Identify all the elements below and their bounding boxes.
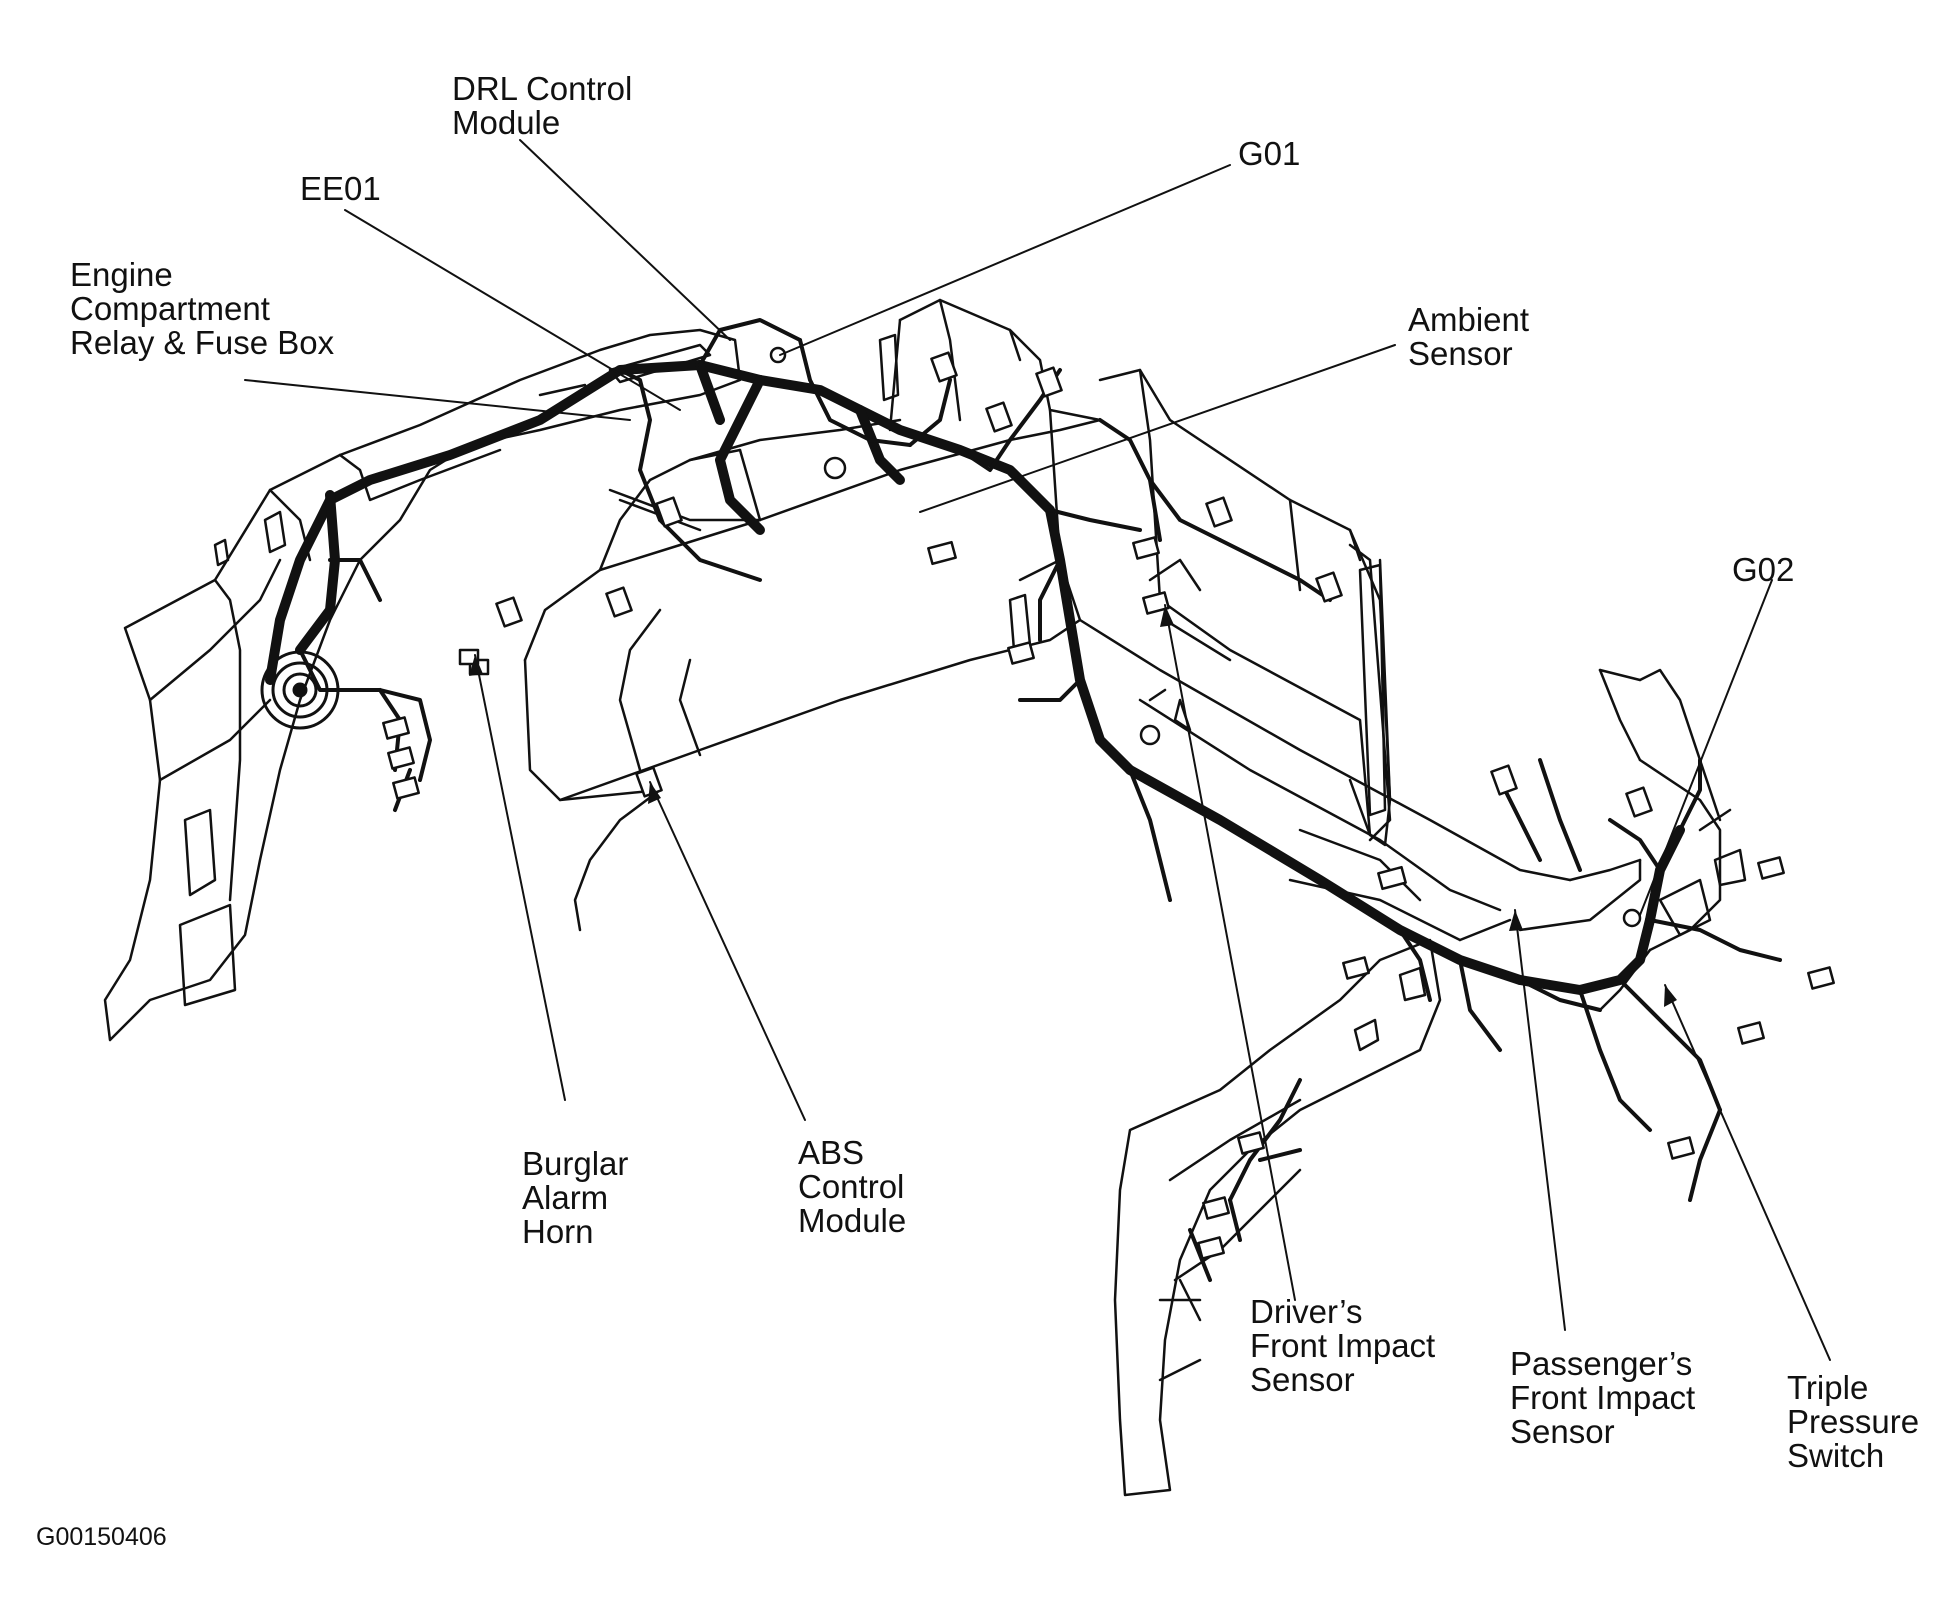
left-fender-panel <box>103 328 742 1042</box>
label-engine-relay-fuse-box: Engine Compartment Relay & Fuse Box <box>70 256 335 361</box>
cross-member <box>1078 618 1642 942</box>
label-drivers-front-impact-sensor: Driver’s Front Impact Sensor <box>1250 1293 1436 1398</box>
label-passengers-front-impact-sensor: Passenger’s Front Impact Sensor <box>1510 1345 1696 1450</box>
leader-lines <box>244 139 1831 1361</box>
radiator-support <box>523 298 1102 932</box>
label-g01: G01 <box>1238 135 1301 172</box>
label-g02: G02 <box>1732 551 1795 588</box>
label-drl-control-module: DRL Control Module <box>452 70 633 141</box>
leader-arrowheads <box>469 605 1677 1007</box>
label-ambient-sensor: Ambient Sensor <box>1408 301 1530 372</box>
label-abs-control-module: ABS Control Module <box>798 1134 907 1239</box>
branch-wires <box>298 318 1782 1282</box>
label-ee01: EE01 <box>300 170 381 207</box>
figure-code: G00150406 <box>36 1523 167 1551</box>
label-triple-pressure-switch: Triple Pressure Switch <box>1787 1369 1920 1474</box>
connectors <box>382 346 1835 1260</box>
main-harness <box>265 360 1685 995</box>
label-burglar-alarm-horn: Burglar Alarm Horn <box>522 1145 629 1250</box>
